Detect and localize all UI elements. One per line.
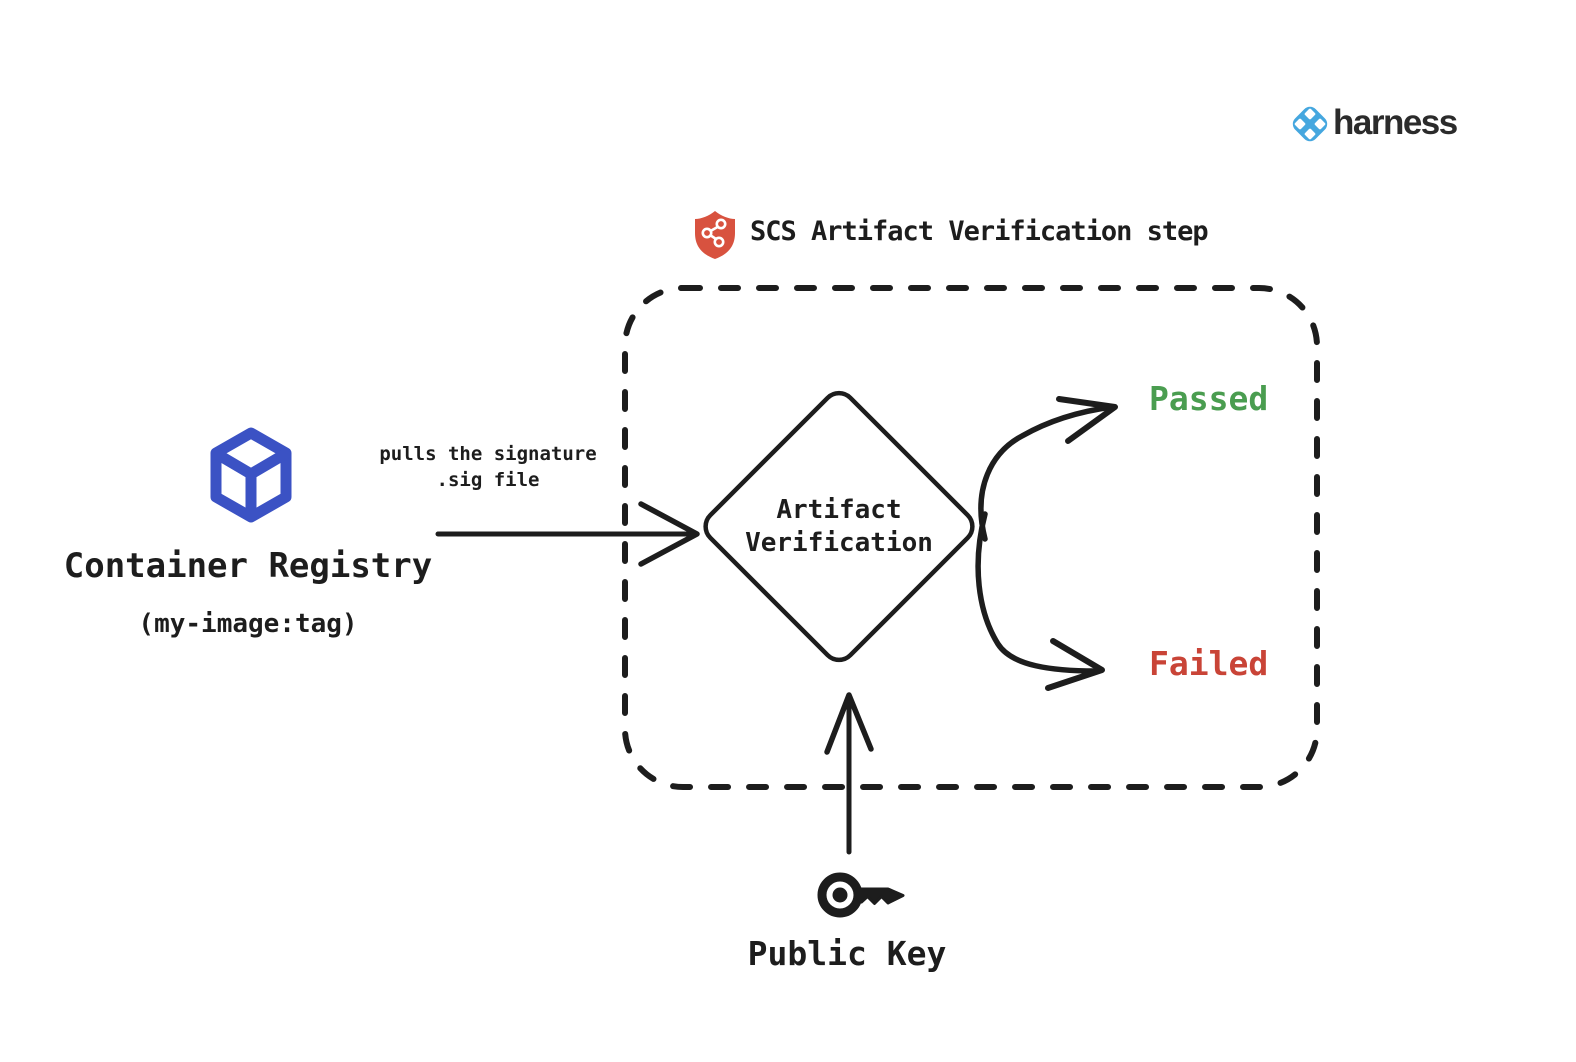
- verification-diamond: [703, 390, 975, 663]
- shield-supply-chain-icon: [695, 211, 735, 259]
- pull-edge-label-line1: pulls the signature: [379, 443, 597, 465]
- container-registry-block: Container Registry (my-image:tag): [38, 545, 458, 640]
- harness-icon-diamond-left: [1294, 118, 1306, 130]
- harness-icon-body: [1292, 106, 1328, 142]
- failed-branch-arrow: [975, 511, 1105, 691]
- passed-branch-arrow: [978, 396, 1118, 542]
- verification-label-line2: Verification: [745, 528, 933, 558]
- cube-edges: [211, 448, 291, 522]
- verification-label-line1: Artifact: [776, 495, 902, 525]
- registry-image-tag: (my-image:tag): [138, 609, 358, 639]
- pull-arrow-head: [638, 501, 700, 567]
- harness-icon-diamond-bottom: [1304, 128, 1316, 140]
- harness-icon-diamonds: [1294, 108, 1326, 140]
- passed-branch-head: [1056, 396, 1118, 444]
- harness-icon-diamond-top: [1304, 108, 1316, 120]
- key-blade: [856, 887, 905, 905]
- verification-diamond-label: Artifact Verification: [706, 494, 972, 560]
- harness-icon-diamond-right: [1314, 118, 1326, 130]
- shield-body: [695, 211, 735, 259]
- harness-diamond-icon: [1292, 106, 1328, 142]
- cube-icon: [210, 427, 292, 523]
- shield-graph-node-3: [713, 236, 725, 248]
- shield-graph-node-1: [701, 227, 713, 239]
- pull-arrow: [435, 501, 700, 567]
- failed-label: Failed: [1149, 644, 1269, 683]
- registry-title: Container Registry: [63, 546, 433, 586]
- shield-graph-node-2: [715, 218, 727, 230]
- key-icon: [817, 872, 905, 918]
- key-ring-dot: [832, 887, 848, 903]
- public-key-arrow: [824, 692, 874, 855]
- harness-wordmark: harness: [1333, 103, 1458, 142]
- failed-branch-head: [1045, 638, 1105, 691]
- public-key-arrow-head: [824, 692, 874, 755]
- pull-edge-label-line2: .sig file: [436, 469, 540, 491]
- passed-branch-shaft: [978, 404, 1115, 542]
- failed-branch-shaft: [975, 511, 1099, 674]
- public-key-label: Public Key: [747, 934, 947, 973]
- pull-edge-label: pulls the signature .sig file: [377, 441, 599, 493]
- shield-graph-nodes: [701, 218, 727, 248]
- step-title: SCS Artifact Verification step: [750, 216, 1209, 247]
- passed-label: Passed: [1149, 379, 1269, 418]
